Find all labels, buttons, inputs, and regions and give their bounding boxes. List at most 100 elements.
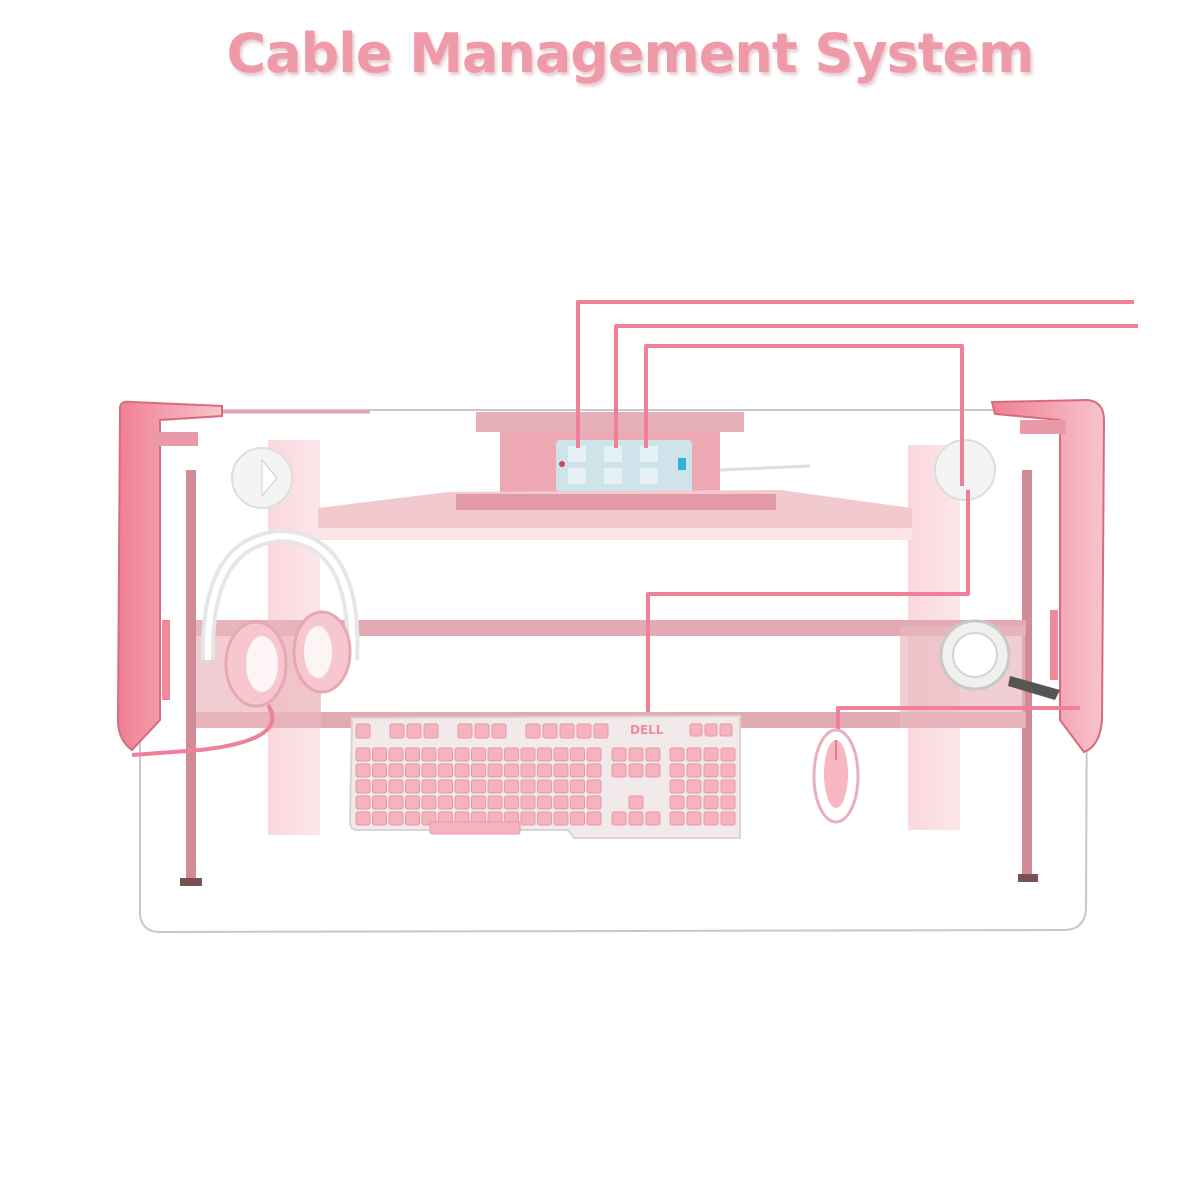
key — [689, 723, 703, 737]
key — [576, 723, 592, 739]
key — [405, 779, 420, 794]
key — [471, 763, 486, 778]
key — [586, 763, 602, 778]
key — [406, 723, 422, 739]
key — [487, 779, 503, 794]
monitor-cable — [719, 464, 811, 472]
key — [645, 747, 661, 762]
key — [471, 779, 486, 794]
key — [372, 811, 387, 826]
page-title: Cable Management System — [226, 22, 1035, 85]
headphones-icon — [200, 528, 360, 708]
key — [520, 795, 536, 810]
grommet-icon — [231, 439, 996, 509]
key — [454, 795, 470, 810]
key — [570, 811, 585, 826]
key — [720, 747, 736, 762]
key — [628, 763, 644, 778]
key — [593, 723, 609, 739]
key — [372, 795, 387, 810]
key — [388, 779, 404, 794]
mouse-icon — [812, 728, 860, 824]
key — [372, 763, 387, 778]
key — [474, 723, 490, 739]
keyboard-icon: DELL — [348, 714, 741, 839]
key — [645, 763, 661, 778]
keyboard-brand: DELL — [630, 723, 664, 737]
key — [703, 811, 719, 826]
key — [405, 763, 420, 778]
key — [570, 763, 585, 778]
key — [487, 763, 503, 778]
key — [421, 795, 437, 810]
cup-holder-icon — [939, 619, 1060, 700]
key — [372, 747, 387, 762]
key — [520, 763, 536, 778]
keyboard-keys — [355, 723, 736, 835]
key — [703, 779, 719, 794]
key — [537, 811, 552, 826]
key — [504, 795, 519, 810]
key — [471, 747, 486, 762]
key — [537, 747, 552, 762]
key — [372, 779, 387, 794]
key — [720, 811, 736, 826]
key — [686, 747, 702, 762]
key — [686, 795, 702, 810]
cables — [131, 300, 1138, 757]
key — [570, 795, 585, 810]
key — [570, 779, 585, 794]
key — [355, 747, 371, 762]
key — [388, 795, 404, 810]
key — [487, 795, 503, 810]
key — [720, 763, 736, 778]
key — [542, 723, 558, 739]
key — [586, 779, 602, 794]
key — [520, 811, 536, 826]
key — [520, 779, 536, 794]
key — [553, 763, 569, 778]
key — [355, 795, 371, 810]
key — [628, 747, 644, 762]
key — [720, 779, 736, 794]
key — [454, 763, 470, 778]
key — [628, 795, 644, 810]
key — [537, 795, 552, 810]
key — [438, 795, 453, 810]
power-strip-icon — [476, 412, 744, 502]
key — [471, 795, 486, 810]
key — [611, 811, 627, 826]
key — [553, 795, 569, 810]
key — [553, 779, 569, 794]
key — [704, 723, 718, 737]
key — [388, 811, 404, 826]
key — [669, 747, 685, 762]
key — [669, 763, 685, 778]
key — [389, 723, 405, 739]
key — [686, 763, 702, 778]
key — [628, 811, 644, 826]
key — [405, 811, 420, 826]
key — [487, 747, 503, 762]
key — [405, 747, 420, 762]
key — [355, 723, 371, 739]
key — [438, 779, 453, 794]
key — [405, 795, 420, 810]
key — [537, 763, 552, 778]
key — [553, 811, 569, 826]
left-side-panel — [116, 400, 223, 752]
key — [686, 811, 702, 826]
key — [421, 763, 437, 778]
key — [537, 779, 552, 794]
key — [457, 723, 473, 739]
right-side-panel — [990, 398, 1106, 754]
key — [438, 747, 453, 762]
key — [388, 763, 404, 778]
key — [355, 779, 371, 794]
key — [611, 763, 627, 778]
key — [669, 779, 685, 794]
key — [586, 811, 602, 826]
key — [454, 779, 470, 794]
key — [520, 747, 536, 762]
